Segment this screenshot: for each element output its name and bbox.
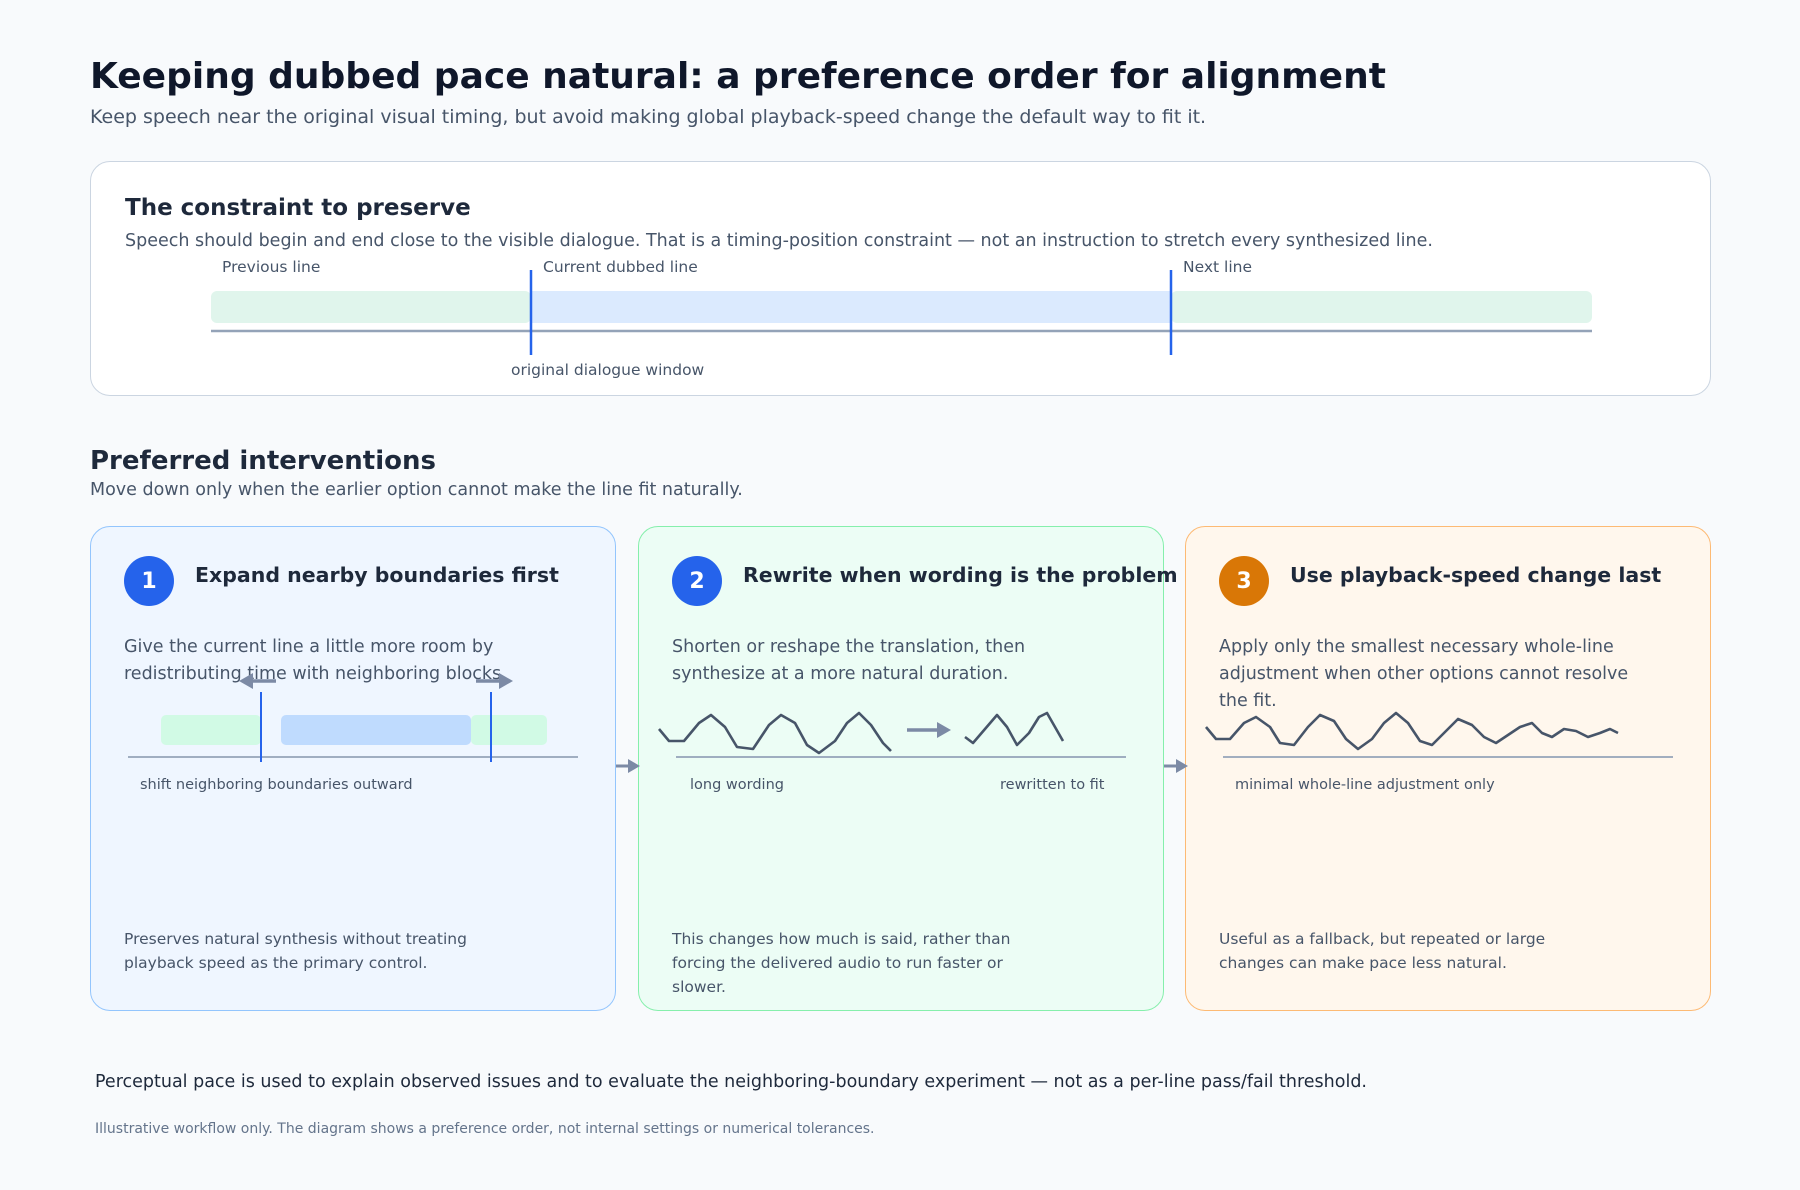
- constraint-description: Speech should begin and end close to the…: [125, 231, 1433, 251]
- dialogue-window-label: original dialogue window: [511, 361, 705, 379]
- step-badge: 1: [124, 556, 174, 606]
- card-rewrite-wording: 2 Rewrite when wording is the problem Sh…: [638, 526, 1178, 1011]
- connector-arrow-icon: [616, 759, 640, 773]
- adjusted-waveform: [1205, 711, 1619, 751]
- left-neighbor-block: [161, 715, 261, 745]
- card-footer: Preserves natural synthesis without trea…: [124, 930, 467, 972]
- section-heading: Preferred interventions: [90, 446, 436, 476]
- page-subtitle: Keep speech near the original visual tim…: [90, 106, 1207, 128]
- constraint-heading: The constraint to preserve: [125, 195, 471, 221]
- boundary-diagram: [128, 673, 578, 762]
- current-block: [281, 715, 471, 745]
- diagram-label-right: rewritten to fit: [1000, 777, 1105, 793]
- previous-line-label: Previous line: [222, 258, 321, 276]
- step-badge: 2: [672, 556, 722, 606]
- timeline-diagram: [211, 270, 1592, 355]
- rewrite-arrow-icon: [907, 722, 951, 738]
- card-playback-speed: 3 Use playback-speed change last Apply o…: [1185, 526, 1711, 1011]
- next-line-block: [1171, 291, 1592, 323]
- speed-diagram: [1205, 711, 1673, 758]
- previous-line-block: [211, 291, 531, 323]
- card-description: Shorten or reshape the translation, then…: [672, 637, 1026, 684]
- constraint-panel: The constraint to preserve Speech should…: [90, 161, 1711, 396]
- step-badge: 3: [1219, 556, 1269, 606]
- current-line-block: [531, 291, 1171, 323]
- card-description: Give the current line a little more room…: [124, 637, 507, 684]
- rewrite-diagram: [658, 711, 1126, 758]
- footnote: Illustrative workflow only. The diagram …: [95, 1121, 875, 1137]
- connector-arrow-icon: [1164, 759, 1188, 773]
- card-title: Rewrite when wording is the problem: [743, 563, 1178, 587]
- next-line-label: Next line: [1183, 258, 1253, 276]
- left-arrow-icon: [239, 673, 276, 689]
- section-description: Move down only when the earlier option c…: [90, 480, 743, 500]
- long-wording-waveform: [658, 711, 892, 755]
- diagram-label: shift neighboring boundaries outward: [140, 777, 413, 793]
- card-title: Use playback-speed change last: [1290, 563, 1662, 587]
- card-description: Apply only the smallest necessary whole-…: [1219, 637, 1629, 711]
- card-expand-boundaries: 1 Expand nearby boundaries first Give th…: [90, 526, 616, 1011]
- card-footer: This changes how much is said, rather th…: [672, 930, 1011, 996]
- card-title: Expand nearby boundaries first: [195, 563, 559, 587]
- bottom-note: Perceptual pace is used to explain obser…: [95, 1072, 1367, 1092]
- page-title: Keeping dubbed pace natural: a preferenc…: [90, 56, 1386, 97]
- diagram-label: minimal whole-line adjustment only: [1235, 777, 1495, 793]
- right-neighbor-block: [471, 715, 547, 745]
- rewritten-waveform: [964, 711, 1065, 747]
- current-line-label: Current dubbed line: [543, 258, 698, 276]
- card-footer: Useful as a fallback, but repeated or la…: [1219, 930, 1546, 972]
- right-arrow-icon: [476, 673, 513, 689]
- diagram-label-left: long wording: [690, 777, 784, 793]
